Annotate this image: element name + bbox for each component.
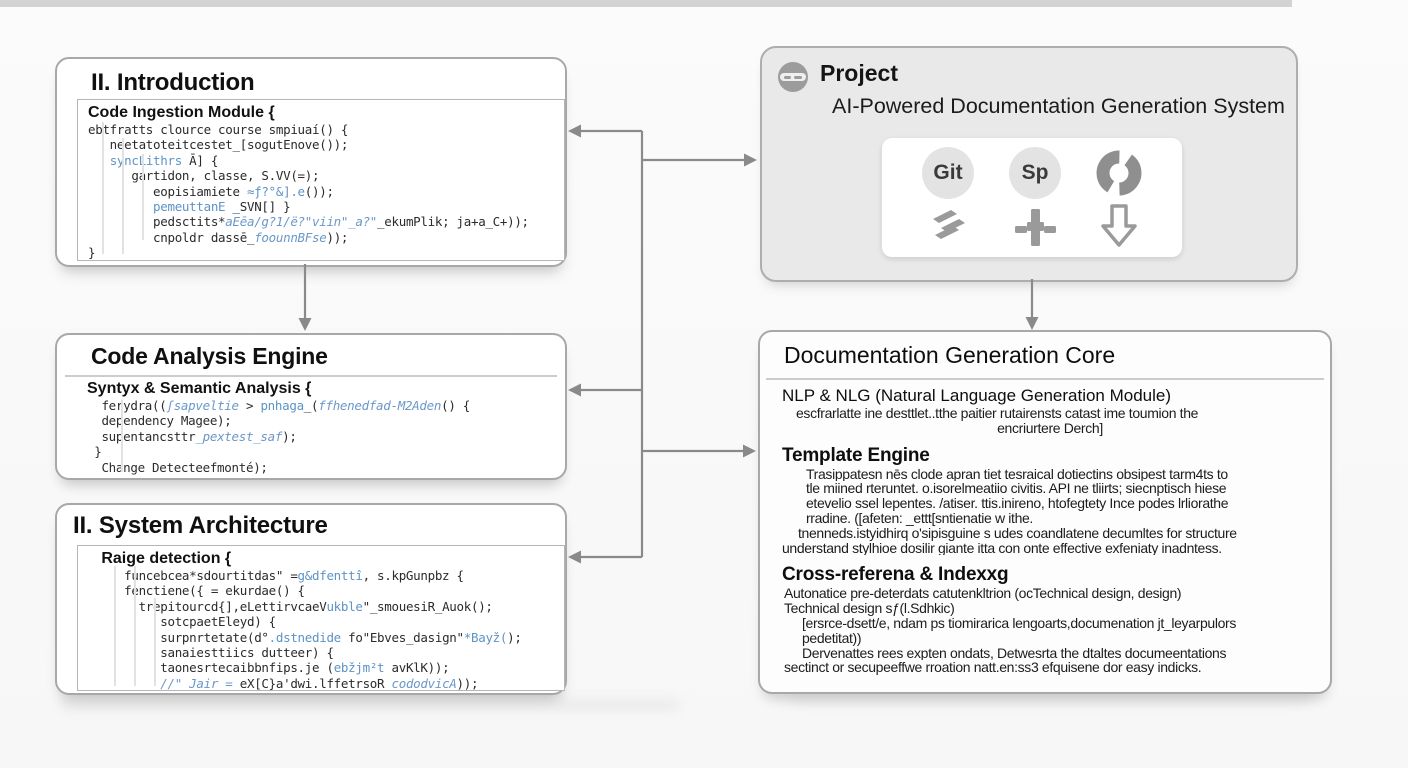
project-globe-icon: [778, 62, 808, 92]
arrowhead-down: [298, 318, 312, 331]
indent-guide: [102, 122, 104, 254]
code-block-title: Raige detection {: [88, 550, 232, 567]
integrations-card: Git Sp: [882, 138, 1182, 257]
doc-core-divider: [766, 378, 1324, 380]
introduction-title: II. Introduction: [91, 69, 255, 96]
arrowhead-left: [568, 124, 581, 138]
doc-core-content: NLP & NLG (Natural Language Generation M…: [782, 384, 1318, 675]
section-line: etevelio ssel lepentes. /atiser. ttis.in…: [806, 496, 1229, 511]
donut-chart-icon: [1093, 147, 1145, 199]
code-line: taonesrtecaibbnfips.je (ebžjm²t avKlK));: [88, 660, 450, 676]
indent-guide: [134, 566, 136, 686]
box-project: Project AI-Powered Documentation Generat…: [760, 46, 1298, 282]
shadow-streak: [790, 694, 1310, 703]
section-line: rradine. ([afeten: _ettt[sntienatie w it…: [806, 510, 1033, 526]
section-line: [ersrce-dsett/e, ndam ps tiomirarica len…: [802, 615, 1236, 631]
code-line: }: [88, 245, 96, 261]
analysis-divider: [65, 375, 557, 377]
code-line: }: [87, 444, 102, 460]
indent-guide: [121, 400, 123, 472]
code-block: ferydra((ʃsapveltie > pnhaga_(ffhenedfad…: [87, 398, 557, 475]
git-badge: Git: [922, 147, 974, 199]
analysis-title: Code Analysis Engine: [91, 343, 328, 369]
architecture-code-panel: Raige detection { funcebcea*sdourtitdas"…: [77, 545, 565, 691]
code-line: pedsctits*aEēa/g?1/ë?"viin"_a?"_ekumPlik…: [88, 214, 529, 230]
code-line: trepitourcd{],eLettirvcaeVukble"_smouesi…: [88, 598, 493, 614]
code-line: sotcpaetEleyd) {: [88, 614, 276, 630]
section-heading: NLP & NLG (Natural Language Generation M…: [782, 386, 1172, 405]
section-line: Technical design sƒ(l.Sdhkic): [784, 601, 955, 616]
box-analysis: Code Analysis Engine Syntyx & Semantic A…: [55, 333, 567, 480]
doc-core-title: Documentation Generation Core: [784, 342, 1116, 368]
code-line: gartidon, classe, S.VV(=);: [88, 168, 320, 184]
code-line: syncLithrs Ā] {: [109, 152, 219, 168]
arrowhead-down: [1025, 317, 1039, 330]
indent-guide: [142, 154, 144, 240]
section-line: tle miined rteruntet. o.isorelmeatiio ci…: [806, 481, 1227, 497]
architecture-title: II. System Architecture: [73, 512, 328, 539]
code-line: eopisiamiete ≈ƒ?°&].e());: [88, 183, 334, 199]
section-line: understand stylhioe dosilir giante itta …: [782, 540, 1222, 556]
project-title: Project: [820, 60, 898, 86]
code-line: neetatoteitcestet_[sogutEnove());: [88, 137, 349, 153]
analysis-code-panel: Syntyx & Semantic Analysis { ferydra((ʃs…: [87, 380, 557, 475]
sp-badge: Sp: [1009, 147, 1061, 199]
layers-icon: [926, 204, 972, 250]
code-line: cnpoldr dassē_foounnBFse));: [88, 229, 349, 245]
download-arrow-icon: [1096, 202, 1142, 250]
code-line: sanaiesttiics dutteer) {: [88, 645, 334, 661]
code-line: fenctiene({ = ekurdae() {: [88, 583, 305, 599]
code-block: funcebcea*sdourtitdas" =g&dfenttî, s.kpG…: [88, 568, 554, 691]
section-line: Dervenattes rees expten ondats, Detwesrt…: [802, 645, 1227, 661]
introduction-code-panel: Code Ingestion Module { ebtfratts clourc…: [77, 99, 565, 261]
project-subtitle: AI-Powered Documentation Generation Syst…: [832, 94, 1285, 118]
code-line: dependency Magee);: [87, 413, 232, 429]
code-block-title: Code Ingestion Module {: [88, 104, 275, 121]
arrowhead-left: [568, 383, 581, 397]
code-line: //" Jair = eX[C}a'dwi.lffetrsoR_cododvic…: [160, 675, 479, 691]
section-line: encriurtere Derch]: [997, 420, 1103, 436]
box-doc-core: Documentation Generation Core NLP & NLG …: [758, 330, 1332, 694]
code-line: ferydra((ʃsapveltie > pnhaga_(ffhenedfad…: [87, 398, 470, 413]
code-line: ebtfratts clource course smpiuaí() {: [88, 122, 349, 137]
section-line: tnenneds.istyidhirq o'sipisguine s udes …: [798, 525, 1237, 541]
arrowhead-left: [568, 550, 581, 564]
section-line: pedetitat)): [802, 630, 862, 646]
arrowhead-right: [744, 153, 757, 167]
code-line: funcebcea*sdourtitdas" =g&dfenttî, s.kpG…: [88, 568, 464, 583]
top-gray-band: [0, 0, 1292, 7]
shadow-streak: [60, 700, 680, 710]
section-line: Autonatice pre-deterdats catutenkltrion …: [784, 586, 1182, 602]
code-block-title: Syntyx & Semantic Analysis {: [87, 380, 312, 397]
section-line: Trasippatesn nēs clode apran tiet tesrai…: [806, 466, 1228, 482]
arrowhead-right: [743, 444, 756, 458]
section-heading: Template Engine: [782, 444, 930, 466]
code-line: supentancsttr_pextest_saf);: [87, 428, 297, 444]
box-introduction: II. Introduction Code Ingestion Module {…: [55, 57, 567, 267]
indent-guide: [122, 138, 124, 254]
section-line: sectinct or secupeeffwe rroation natt.en…: [784, 660, 1202, 676]
indent-guide: [114, 566, 116, 686]
merge-plus-icon: [1012, 204, 1058, 250]
code-line: Change Detecteefmonté);: [87, 459, 268, 475]
code-line: surpnrtetate(d°.dstnedide fo"Ebves_dasig…: [88, 629, 522, 645]
section-line: escfrarlatte ine desttlet..tthe paitier …: [796, 406, 1199, 421]
box-architecture: II. System Architecture Raige detection …: [55, 503, 567, 695]
section-heading: Cross-referena & Indexxg: [782, 564, 1009, 586]
code-block: ebtfratts clource course smpiuaí() { nee…: [88, 122, 554, 261]
code-line: pemeuttanE _SVN[] }: [153, 199, 291, 215]
indent-guide: [154, 598, 156, 686]
